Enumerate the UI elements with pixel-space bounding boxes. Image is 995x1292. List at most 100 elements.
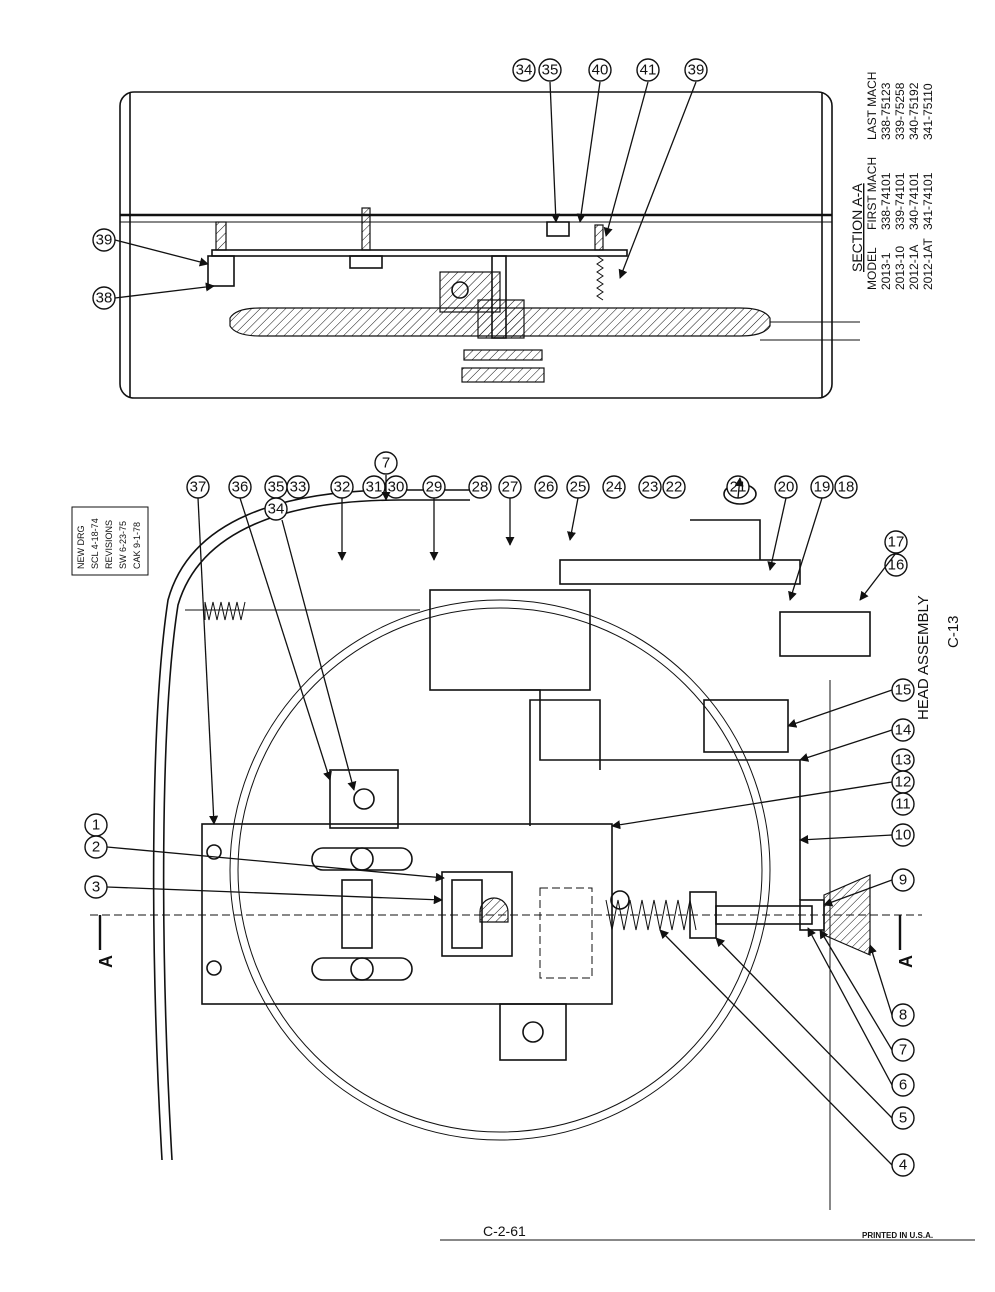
mount-lower-bolt [522,1021,544,1043]
callout-40: 40 [588,58,612,82]
latch-bar [559,559,801,585]
callout-25: 25 [566,475,590,499]
svg-text:9: 9 [899,872,907,889]
mount-36-bolt [353,788,375,810]
model-row-4-col-1: 2012-1AT [921,238,935,290]
leader-8 [868,944,893,1016]
callout-32: 32 [330,475,354,499]
callout-1: 1 [84,813,108,837]
screw-34 [546,221,570,237]
svg-text:32: 32 [334,479,351,496]
callout-24: 24 [602,475,626,499]
model-row-2-col-1: 2013-10 [893,246,907,290]
svg-text:38: 38 [96,290,113,307]
svg-text:17: 17 [888,534,905,551]
callout-30: 30 [384,475,408,499]
callout-10: 10 [891,823,915,847]
washer-26 [463,349,543,361]
callout-36: 36 [228,475,252,499]
callout-35-top: 35 [538,58,562,82]
leader-39r [618,81,697,279]
wheel-inner-outline [237,607,763,1133]
leader-39l [114,239,209,267]
model-header-1: MODEL [865,247,879,290]
leader-19 [788,497,823,601]
callout-7-mid: 7 [374,451,398,475]
bracket-10 [520,689,801,900]
svg-text:34: 34 [268,501,285,518]
leader-21 [734,477,744,499]
top-spring [204,601,246,621]
callout-12: 12 [891,770,915,794]
leader-6 [807,927,893,1086]
callout-3: 3 [84,875,108,899]
callout-9: 9 [891,868,915,892]
svg-text:23: 23 [642,479,659,496]
svg-text:28: 28 [472,479,489,496]
model-row-1-col-1: 2013-1 [879,252,893,290]
bolt-lower [350,957,374,981]
callout-5: 5 [891,1106,915,1130]
callout-33: 33 [286,475,310,499]
model-row-2-col-2: 339-74101 [893,172,907,230]
callout-13: 13 [891,748,915,772]
svg-text:29: 29 [426,479,443,496]
svg-text:34: 34 [516,62,533,79]
callout-22: 22 [662,475,686,499]
revision-box [71,506,149,576]
lever-16 [779,611,871,657]
svg-text:8: 8 [899,1007,907,1024]
revision-row-3: REVISIONS [104,520,114,569]
svg-text:2: 2 [92,839,100,856]
nut-25 [461,367,545,383]
callout-17: 17 [884,530,908,554]
svg-text:30: 30 [388,479,405,496]
stud-38 [215,221,227,251]
callout-29: 29 [422,475,446,499]
printed-note: PRINTED IN U.S.A. [862,1231,933,1240]
callout-6: 6 [891,1073,915,1097]
main-view [90,483,922,1210]
leader-10 [799,834,893,845]
leader-25 [567,497,579,541]
svg-text:24: 24 [606,479,623,496]
knob-8 [823,874,871,956]
model-row-3-col-3: 340-75192 [907,82,921,140]
callout-19: 19 [810,475,834,499]
handle-21-arm [690,519,761,560]
belt-inner-curve [162,499,470,1161]
svg-text:31: 31 [366,479,383,496]
leader-5 [715,937,893,1119]
leader-3 [106,886,443,905]
leader-20 [767,497,787,571]
leader-41 [603,81,649,237]
section-view [119,91,860,399]
svg-text:39: 39 [688,62,705,79]
revision-row-5: CAK 9-1-78 [132,522,142,569]
section-callouts: 34 35 40 41 39 39 38 [92,58,708,310]
svg-text:3: 3 [92,879,100,896]
svg-text:7: 7 [899,1042,907,1059]
section-info: SECTION A-A [849,183,865,272]
svg-text:7: 7 [382,455,390,472]
callout-4: 4 [891,1153,915,1177]
svg-text:14: 14 [895,722,912,739]
callout-15: 15 [891,678,915,702]
wheel-outline [229,599,771,1141]
svg-text:18: 18 [838,479,855,496]
svg-text:1: 1 [92,817,100,834]
leader-4 [659,929,893,1166]
callout-39-right: 39 [684,58,708,82]
nut-39 [207,255,235,287]
callout-8: 8 [891,1003,915,1027]
compression-spring [605,899,697,931]
svg-text:36: 36 [232,479,249,496]
svg-text:27: 27 [502,479,519,496]
svg-text:41: 41 [640,62,657,79]
page-code: C-13 [945,615,962,648]
mount-lower [499,1003,567,1061]
bracket-plate [211,249,628,257]
slide-rail-right [451,879,483,949]
frame-plate [201,823,613,1005]
